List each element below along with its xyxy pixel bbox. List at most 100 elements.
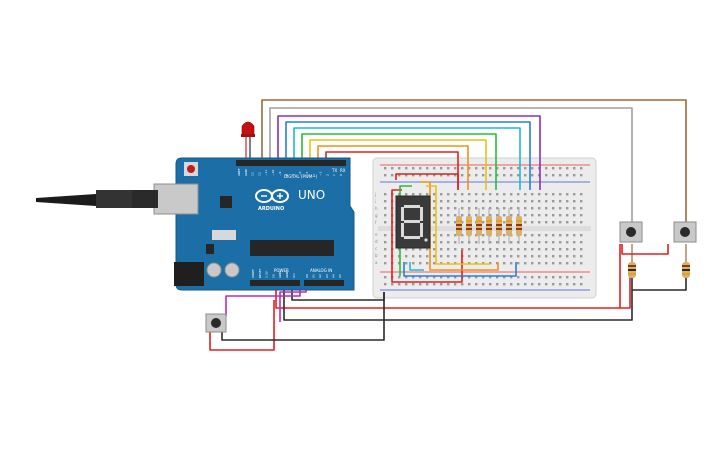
breadboard-hole bbox=[454, 174, 457, 177]
regulator bbox=[206, 244, 214, 254]
breadboard-hole bbox=[580, 167, 583, 170]
red-led[interactable] bbox=[241, 121, 255, 137]
pushbutton-right-1[interactable] bbox=[619, 221, 643, 243]
breadboard-hole bbox=[531, 241, 534, 244]
breadboard-hole bbox=[433, 193, 436, 196]
breadboard-hole bbox=[566, 207, 569, 210]
wire-button-black[interactable] bbox=[221, 292, 385, 341]
segment-resistors bbox=[456, 208, 522, 244]
breadboard-hole bbox=[426, 255, 429, 258]
wire-blue[interactable] bbox=[285, 121, 531, 190]
breadboard-hole bbox=[538, 276, 541, 279]
row-letter: j bbox=[374, 192, 376, 197]
breadboard-hole bbox=[566, 193, 569, 196]
wire-red-signal[interactable] bbox=[325, 151, 459, 190]
wire-cyan[interactable] bbox=[293, 127, 521, 190]
breadboard-hole bbox=[559, 193, 562, 196]
wire-yellow[interactable] bbox=[309, 139, 487, 190]
breadboard-hole bbox=[545, 221, 548, 224]
reset-button[interactable] bbox=[187, 165, 195, 173]
breadboard-hole bbox=[496, 276, 499, 279]
breadboard-hole bbox=[391, 174, 394, 177]
segment-f bbox=[401, 207, 404, 221]
breadboard-hole bbox=[482, 214, 485, 217]
segment-dp bbox=[424, 238, 428, 242]
breadboard-hole bbox=[489, 248, 492, 251]
row-letter: d bbox=[375, 239, 378, 244]
breadboard-hole bbox=[412, 193, 415, 196]
breadboard-hole bbox=[531, 221, 534, 224]
breadboard-hole bbox=[573, 262, 576, 265]
breadboard-hole bbox=[454, 214, 457, 217]
wire-right-gnd[interactable] bbox=[631, 278, 687, 291]
wire-brown[interactable] bbox=[261, 99, 687, 222]
pin-label: 2 bbox=[325, 174, 329, 176]
wire-green[interactable] bbox=[301, 133, 497, 190]
breadboard-hole bbox=[454, 193, 457, 196]
wire-button-red[interactable] bbox=[209, 300, 275, 351]
pin-label: GND bbox=[285, 270, 289, 278]
breadboard-hole bbox=[503, 200, 506, 203]
breadboard-hole bbox=[419, 255, 422, 258]
resistor-band bbox=[496, 228, 502, 230]
breadboard-hole bbox=[419, 283, 422, 286]
wire-orange-inner[interactable] bbox=[420, 181, 499, 271]
breadboard-hole bbox=[538, 241, 541, 244]
breadboard-hole bbox=[552, 221, 555, 224]
pushbutton-left[interactable] bbox=[205, 313, 227, 333]
usb-cable-head bbox=[96, 190, 132, 208]
breadboard-hole bbox=[559, 276, 562, 279]
pin-label: RESET bbox=[258, 268, 262, 278]
atmega-chip bbox=[250, 240, 334, 256]
breadboard-hole bbox=[475, 283, 478, 286]
breadboard-hole bbox=[391, 283, 394, 286]
breadboard-hole bbox=[580, 214, 583, 217]
breadboard-hole bbox=[573, 241, 576, 244]
wire-red-top[interactable] bbox=[395, 173, 459, 190]
breadboard-hole bbox=[440, 221, 443, 224]
pin-label: A2 bbox=[318, 274, 322, 278]
breadboard-hole bbox=[482, 193, 485, 196]
breadboard-hole bbox=[566, 234, 569, 237]
wire-orange[interactable] bbox=[317, 145, 469, 190]
breadboard-hole bbox=[510, 174, 513, 177]
breadboard-hole bbox=[545, 174, 548, 177]
pulldown-resistor-2 bbox=[682, 262, 690, 278]
pushbutton-right-2[interactable] bbox=[673, 221, 697, 243]
breadboard-hole bbox=[412, 248, 415, 251]
breadboard-hole bbox=[475, 241, 478, 244]
breadboard-hole bbox=[447, 276, 450, 279]
breadboard[interactable]: j i h g f e d c b a bbox=[372, 157, 597, 299]
breadboard-hole bbox=[538, 207, 541, 210]
breadboard-hole bbox=[545, 207, 548, 210]
breadboard-hole bbox=[545, 200, 548, 203]
wire-right-red[interactable] bbox=[621, 244, 669, 255]
breadboard-hole bbox=[433, 207, 436, 210]
wire-gnd-black[interactable] bbox=[283, 285, 633, 321]
breadboard-hole bbox=[447, 234, 450, 237]
arduino-uno-board[interactable]: ARDUINO UNO DIGITAL (PWM~) TX RX POWER A… bbox=[36, 157, 355, 291]
resistor-band bbox=[476, 224, 482, 226]
breadboard-hole bbox=[447, 174, 450, 177]
breadboard-hole bbox=[524, 221, 527, 224]
breadboard-hole bbox=[489, 193, 492, 196]
wire-yellow-inner[interactable] bbox=[426, 185, 490, 265]
breadboard-hole bbox=[475, 234, 478, 237]
wire-red-loop[interactable] bbox=[391, 189, 463, 283]
pin-label: A4 bbox=[331, 274, 335, 278]
breadboard-hole bbox=[468, 200, 471, 203]
wire-gray[interactable] bbox=[269, 107, 633, 222]
breadboard-hole bbox=[531, 200, 534, 203]
wire-cyan-inner[interactable] bbox=[409, 262, 424, 271]
breadboard-hole bbox=[503, 174, 506, 177]
pin-label: 1 bbox=[332, 174, 336, 176]
pin-label: A5 bbox=[338, 274, 342, 278]
breadboard-hole bbox=[447, 200, 450, 203]
seven-segment-display[interactable] bbox=[395, 195, 431, 249]
breadboard-hole bbox=[489, 174, 492, 177]
wire-purple[interactable] bbox=[277, 115, 541, 190]
wire-blue-inner[interactable] bbox=[403, 262, 517, 277]
pin-label: 0 bbox=[339, 174, 343, 176]
breadboard-hole bbox=[552, 167, 555, 170]
breadboard-hole bbox=[559, 248, 562, 251]
